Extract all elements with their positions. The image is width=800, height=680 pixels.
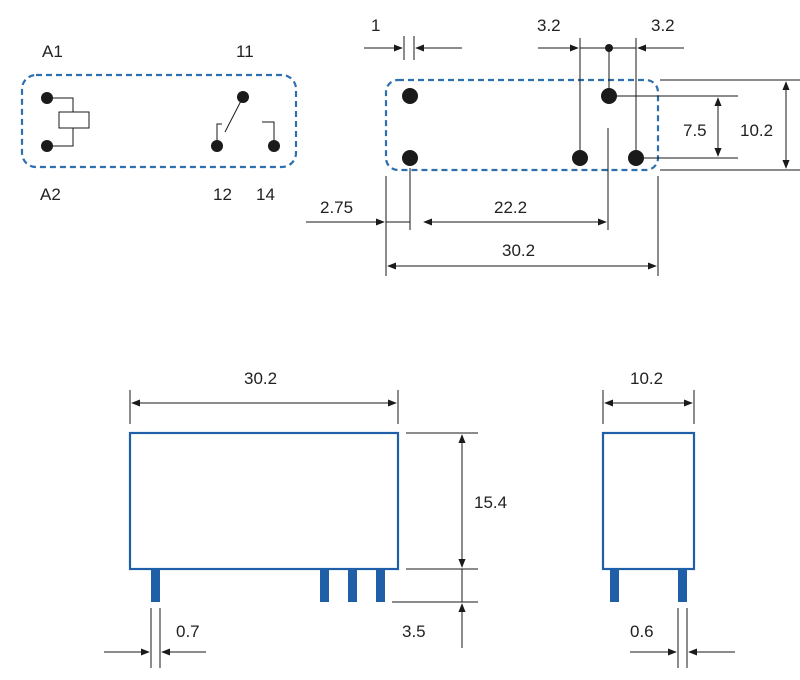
schematic-symbol: A1 A2 11 12 14 [20, 42, 298, 204]
schematic-dashed-outline [20, 73, 298, 169]
relay-body-side [128, 431, 400, 571]
pinout-view: 1 3.2 3.2 7.5 10.2 2.75 22.2 30.2 [306, 16, 800, 276]
contact-nc-lead [216, 123, 222, 146]
dim-side-height: 15.4 [474, 493, 507, 512]
dim-side-pin-thickness: 0.7 [176, 622, 200, 641]
label-12: 12 [213, 185, 232, 204]
relay-pin [320, 570, 329, 602]
dim-side-length: 30.2 [244, 369, 277, 388]
contact-armature [224, 96, 244, 133]
pinout-dashed-outline [384, 78, 660, 172]
dim-end-width: 10.2 [630, 369, 663, 388]
relay-pin [610, 570, 619, 602]
coil-lead-bottom [47, 128, 74, 147]
dim-edge-offset: 2.75 [320, 198, 353, 217]
end-view: 10.2 0.6 [601, 369, 735, 668]
dim-end-pin-thickness: 0.6 [630, 622, 654, 641]
dim-node [605, 44, 613, 52]
dim-spacing-right: 3.2 [651, 16, 675, 35]
dim-spacing-left: 3.2 [537, 16, 561, 35]
pin-dot-a2 [402, 150, 418, 166]
pin-dot-11 [601, 88, 617, 104]
label-a1: A1 [42, 42, 63, 61]
dim-row-small: 7.5 [683, 121, 707, 140]
side-view: 30.2 15.4 3.5 0.7 [104, 369, 507, 668]
pin-dot-14 [628, 150, 644, 166]
dim-pin-width: 1 [371, 16, 380, 35]
label-14: 14 [256, 185, 275, 204]
contact-no-lead [262, 121, 275, 146]
pin-dot-a1 [402, 88, 418, 104]
relay-body-end [601, 431, 696, 571]
relay-pin [151, 570, 160, 602]
dim-row-total: 10.2 [740, 121, 773, 140]
relay-pin [376, 570, 385, 602]
relay-pin [678, 570, 687, 602]
label-a2: A2 [40, 185, 61, 204]
dim-pin-length: 3.5 [402, 622, 426, 641]
coil-symbol [58, 111, 90, 129]
dim-pin-span: 22.2 [494, 198, 527, 217]
dim-overall-length: 30.2 [502, 241, 535, 260]
label-11: 11 [236, 42, 254, 61]
pin-dot-12 [572, 150, 588, 166]
coil-lead-top [47, 97, 74, 112]
relay-pin [348, 570, 357, 602]
